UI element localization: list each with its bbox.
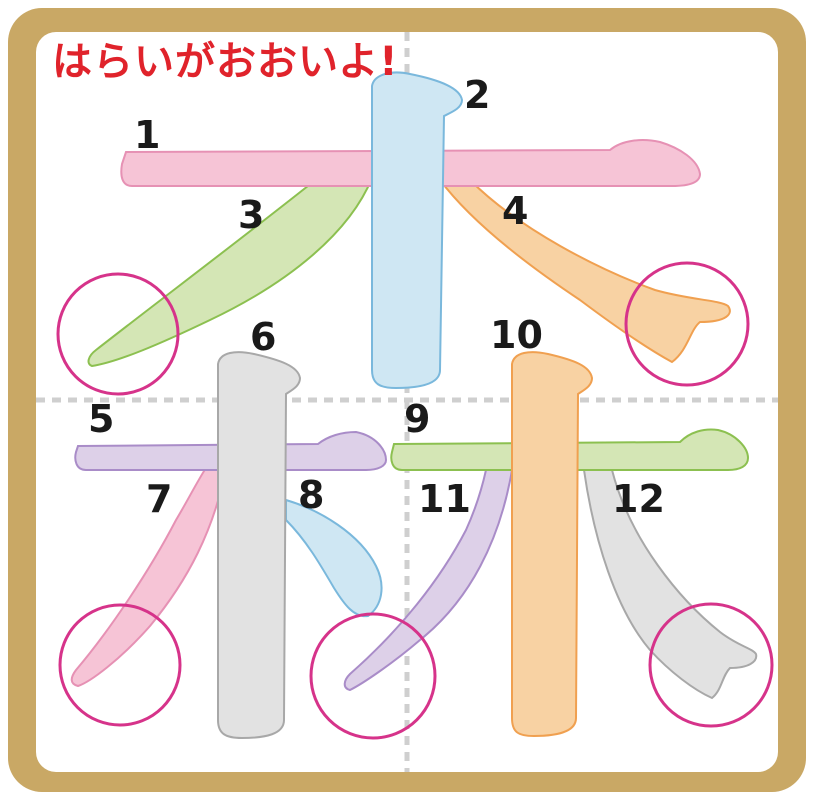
stroke-number-3: 3 [238,196,264,234]
heading-text: はらいがおおいよ! [52,42,398,82]
stroke-number-2: 2 [464,76,490,114]
stroke-number-9: 9 [404,400,430,438]
stroke-number-8: 8 [298,476,324,514]
stroke-number-12: 12 [612,480,665,518]
stroke-number-7: 7 [146,480,172,518]
stroke-number-11: 11 [418,480,471,518]
stroke-number-4: 4 [502,192,528,230]
stroke-number-5: 5 [88,400,114,438]
stroke-number-10: 10 [490,316,543,354]
stroke-number-1: 1 [134,116,160,154]
stroke-number-6: 6 [250,318,276,356]
